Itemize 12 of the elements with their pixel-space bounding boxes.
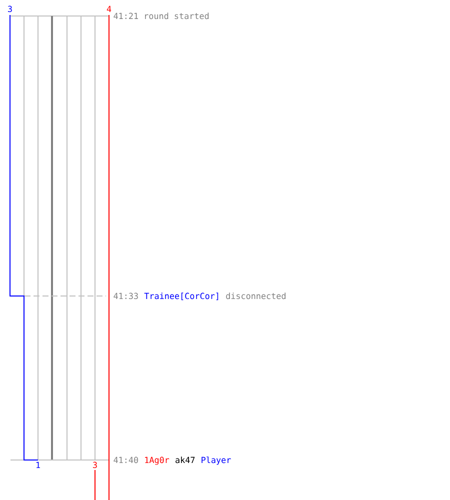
event-text: 41:21 round started	[114, 12, 209, 20]
player-name: 1Ag0r	[145, 456, 170, 465]
count-label: 1	[36, 462, 40, 468]
player-name: Player	[202, 456, 231, 465]
event-text: disconnected	[226, 292, 286, 300]
count-label: 3	[8, 6, 12, 12]
count-label: 3	[93, 462, 97, 468]
count-label: 4	[106, 6, 112, 12]
weapon-name: ak47	[176, 456, 195, 464]
timestamp: 41:33	[114, 292, 138, 300]
player-name: Trainee[CorCor]	[144, 292, 218, 300]
timestamp: 41:40	[114, 456, 138, 464]
